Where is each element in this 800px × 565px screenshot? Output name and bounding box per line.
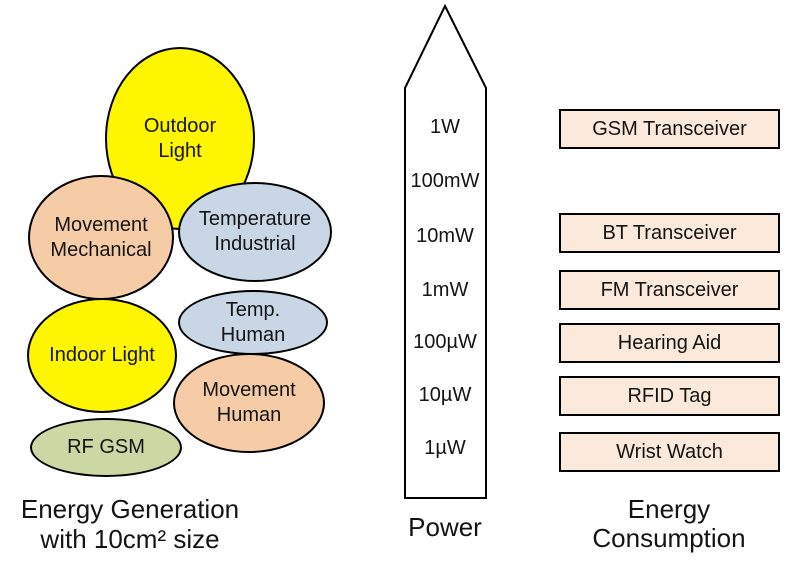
power-level-1uW: 1µW [424,437,466,459]
ellipse-movement-mechanical: Movement Mechanical [28,175,174,300]
energy-generation-caption-line2: with 10cm² size [40,524,220,554]
ellipse-rf-gsm: RF GSM [30,418,182,477]
energy-consumption-caption-line1: Energy [627,494,711,524]
device-box-rfid-tag: RFID Tag [559,376,780,416]
ellipse-temp-human-label: Temp. Human [220,298,286,346]
ellipse-movement-mechanical-label: Movement Mechanical [50,213,152,261]
device-box-gsm-transceiver: GSM Transceiver [559,109,780,149]
device-box-bt-transceiver-label: BT Transceiver [602,221,737,244]
ellipse-temperature-industrial-label: Temperature Industrial [198,208,312,255]
energy-consumption-caption: Energy Consumption [569,495,769,553]
power-level-1W: 1W [430,116,460,138]
power-arrow-shape [404,3,487,499]
device-box-rfid-tag-label: RFID Tag [627,384,712,407]
ellipse-movement-human: Movement Human [173,353,325,453]
ellipse-temp-human: Temp. Human [178,290,328,355]
power-axis-arrow [404,3,487,499]
device-box-fm-transceiver: FM Transceiver [559,270,780,310]
energy-generation-caption-line1: Energy Generation [20,494,240,524]
power-level-100uW: 100µW [413,331,477,353]
ellipse-temperature-industrial: Temperature Industrial [178,182,332,282]
ellipse-movement-human-label: Movement Human [202,379,296,426]
power-level-100mW: 100mW [410,170,480,192]
ellipse-indoor-light-label: Indoor Light [49,344,155,366]
device-box-hearing-aid-label: Hearing Aid [617,331,722,354]
device-box-hearing-aid: Hearing Aid [559,323,780,363]
power-level-1mW: 1mW [421,279,469,301]
power-caption: Power [408,512,482,542]
device-box-bt-transceiver: BT Transceiver [559,213,780,253]
device-box-wrist-watch-label: Wrist Watch [616,440,723,463]
energy-consumption-caption-line2: Consumption [592,523,746,553]
ellipse-indoor-light: Indoor Light [27,298,177,413]
ellipse-outdoor-light-label: Outdoor Light [143,114,217,162]
device-box-wrist-watch: Wrist Watch [559,432,780,472]
ellipse-rf-gsm-label: RF GSM [67,436,145,458]
device-box-fm-transceiver-label: FM Transceiver [600,278,739,301]
power-level-10uW: 10µW [418,384,472,406]
energy-generation-caption: Energy Generation with 10cm² size [10,494,250,554]
power-level-10mW: 10mW [416,225,474,247]
device-box-gsm-transceiver-label: GSM Transceiver [592,117,747,140]
